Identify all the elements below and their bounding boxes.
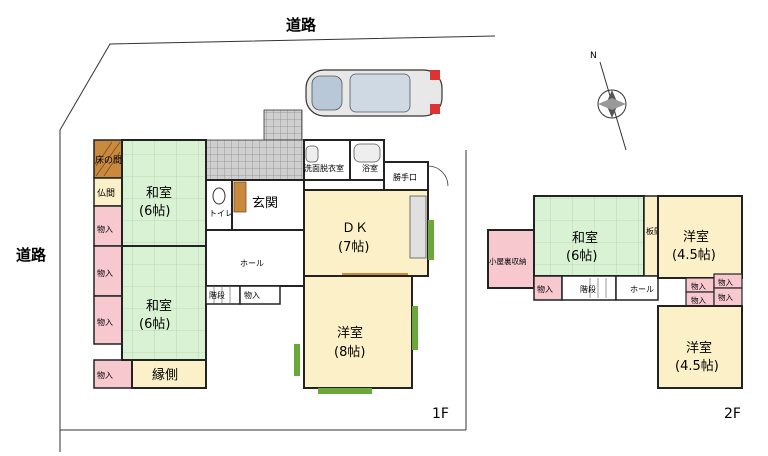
washitsu-2f-room [533, 195, 645, 277]
floor2-label: 2F [724, 406, 741, 422]
road-label-left: 道路 [16, 246, 47, 264]
compass-north-label: N [590, 51, 597, 61]
storage-2-label: 物入 [97, 268, 113, 278]
yoshitsu-2f-lower-size: (4.5帖) [675, 359, 719, 374]
storage-4-label: 物入 [97, 370, 113, 380]
yoshitsu-2f-upper-name: 洋室 [683, 229, 709, 245]
attic-label: 小屋裏収納 [489, 256, 527, 266]
window-yoshitsu-right [412, 306, 418, 350]
hall-1f-label: ホール [240, 259, 264, 268]
hall-2f-label: ホール [630, 285, 654, 294]
stairs-1f-label: 階段 [209, 290, 225, 300]
floor1-plan: 床の間 仏間 物入 物入 物入 物入 和室 (6帖) 和室 (6帖) 縁側 トイ… [93, 109, 449, 394]
storage-5-label: 物入 [244, 290, 260, 300]
washitsu-2f-size: (6帖) [566, 249, 597, 264]
yoshitsu-2f-lower-room [657, 305, 743, 389]
engawa-label: 縁側 [152, 367, 178, 383]
compass-icon: N [590, 51, 627, 151]
tokonoma-label: 床の間 [95, 154, 122, 166]
stairs-2f-label: 階段 [580, 284, 596, 294]
genkan-label: 玄関 [252, 196, 278, 211]
itanoma-area [643, 195, 659, 277]
storage-3 [93, 295, 123, 345]
hall-2f [615, 275, 659, 301]
yoshitsu-2f-upper-size: (4.5帖) [672, 248, 716, 263]
storage-2f-1-label: 物入 [537, 284, 553, 294]
dk-size: (7帖) [338, 240, 369, 255]
window-dk [428, 220, 434, 260]
dk-name: ＤＫ [342, 221, 368, 236]
toilet-label: トイレ [209, 209, 233, 218]
storage-2f-2-label: 物入 [691, 281, 706, 291]
storage-2f-1 [533, 275, 563, 301]
engawa-area [131, 359, 207, 389]
road-label-top: 道路 [286, 16, 317, 34]
window-yoshitsu-left [294, 344, 300, 376]
stairs-2f [561, 275, 617, 301]
washitsu-lower-room [121, 245, 207, 361]
washitsu-lower-size: (6帖) [139, 317, 170, 332]
washitsu-upper-size: (6帖) [139, 204, 170, 219]
washitsu-lower-name: 和室 [146, 298, 172, 314]
storage-4 [93, 359, 133, 389]
kitchen-counter [409, 195, 427, 259]
storage-1-label: 物入 [97, 224, 113, 234]
washitsu-upper-name: 和室 [146, 185, 172, 201]
car-icon [305, 69, 443, 117]
floor2-plan: 小屋裏収納 和室 (6帖) 板間 物入 階段 ホール 洋室 (4.5帖) 物入 … [487, 195, 743, 389]
washitsu-2f-name: 和室 [572, 230, 598, 246]
hall-1f [205, 229, 305, 287]
porch-tiles [205, 139, 305, 181]
site-boundary [59, 35, 496, 452]
yoshitsu-8-room [303, 275, 413, 389]
storage-5 [239, 285, 281, 305]
yoshitsu-2f-lower-name: 洋室 [686, 340, 712, 356]
katteguchi-label: 勝手口 [393, 172, 417, 182]
bath-label: 浴室 [362, 163, 378, 173]
yoshitsu-8-size: (8帖) [334, 345, 365, 360]
storage-2f-3-label: 物入 [718, 277, 733, 287]
storage-2f-4-label: 物入 [691, 295, 706, 305]
floor1-label: 1F [432, 406, 449, 422]
approach-tiles [263, 109, 303, 141]
senmen-label: 洗面脱衣室 [304, 163, 344, 173]
yoshitsu-8-name: 洋室 [337, 325, 363, 341]
storage-2f-5-label: 物入 [718, 292, 733, 302]
itanoma-label: 板間 [646, 226, 662, 236]
window-yoshitsu-bottom [318, 388, 372, 394]
washitsu-upper-room [121, 139, 207, 247]
storage-3-label: 物入 [97, 317, 113, 327]
butsuma-label: 仏間 [97, 188, 115, 199]
